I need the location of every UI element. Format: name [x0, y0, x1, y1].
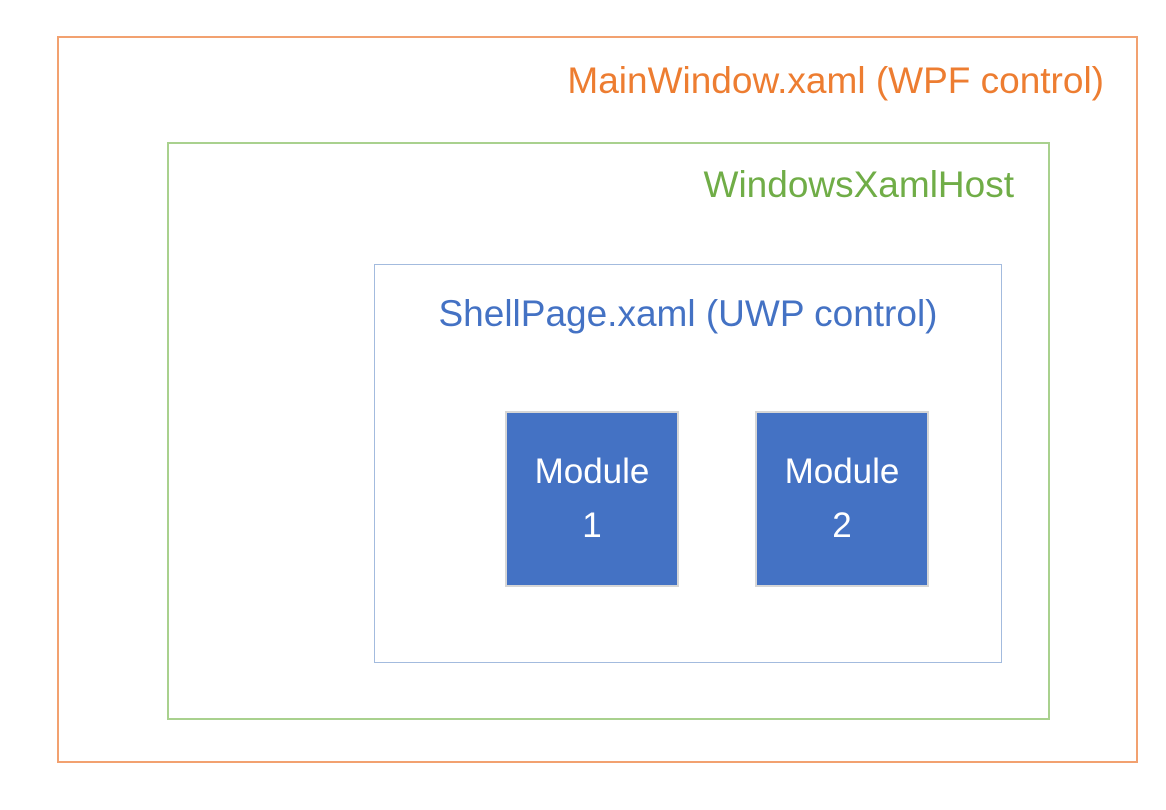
windows-xaml-host-box: WindowsXamlHost ShellPage.xaml (UWP cont… — [167, 142, 1050, 720]
module-2-box: Module 2 — [755, 411, 929, 587]
windows-xaml-host-label: WindowsXamlHost — [703, 164, 1014, 205]
module-1-label-line1: Module — [534, 451, 650, 491]
mainwindow-wpf-label: MainWindow.xaml (WPF control) — [567, 60, 1104, 101]
shellpage-uwp-box: ShellPage.xaml (UWP control) Module 1 Mo… — [374, 264, 1002, 663]
module-1-box: Module 1 — [505, 411, 679, 587]
mainwindow-wpf-box: MainWindow.xaml (WPF control) WindowsXam… — [57, 36, 1138, 763]
shellpage-uwp-label: ShellPage.xaml (UWP control) — [438, 293, 938, 334]
module-2-label-line1: Module — [784, 451, 900, 491]
module-1-label-line2: 1 — [582, 506, 602, 545]
module-2-label-line2: 2 — [832, 506, 852, 545]
